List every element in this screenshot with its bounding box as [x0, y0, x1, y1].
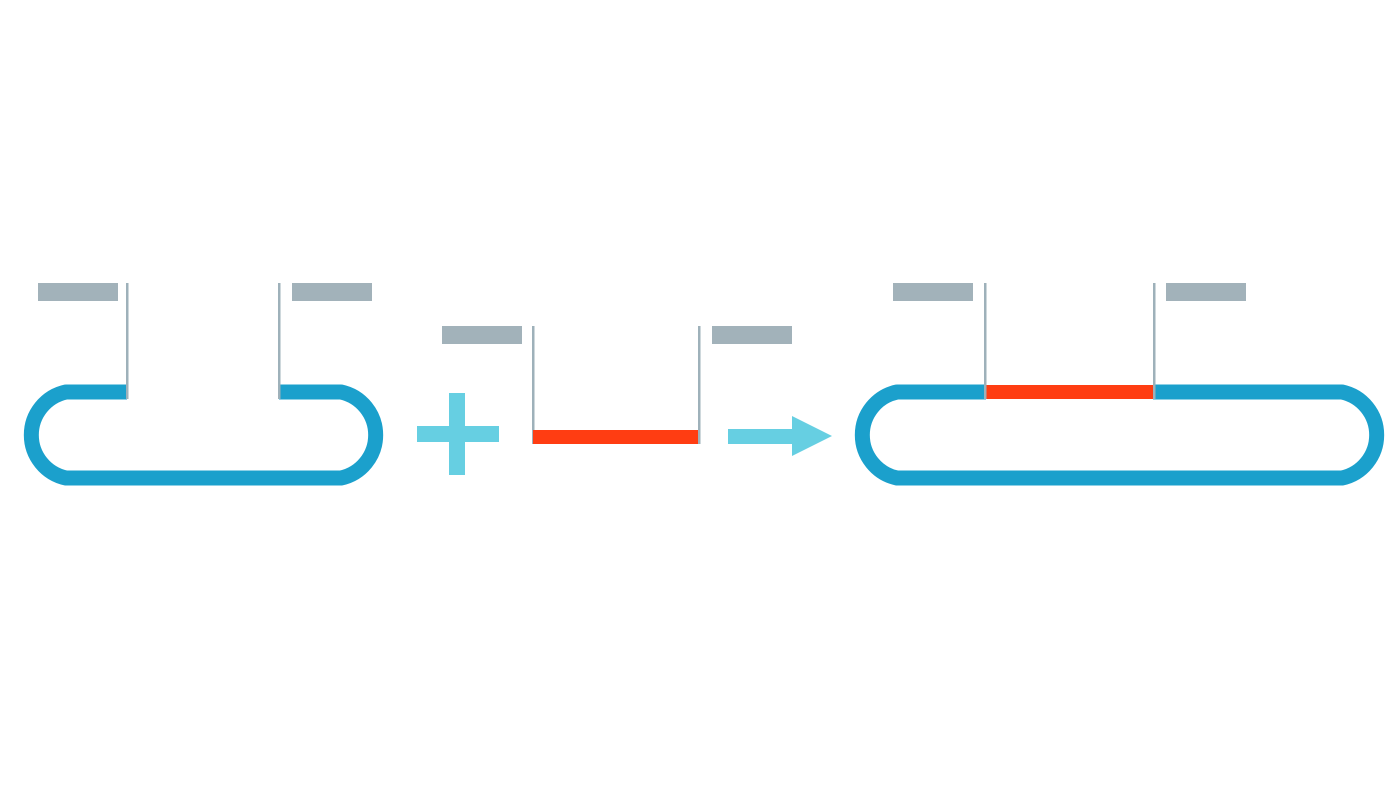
vector-backbone — [23, 384, 384, 486]
insert-left-overhang — [442, 326, 522, 344]
vector-right-strand-line — [278, 283, 281, 399]
insert-segment — [533, 430, 699, 444]
arrow-shaft — [728, 429, 796, 444]
recombinant-backbone — [854, 384, 1385, 486]
recombinant-right-overhang — [1166, 283, 1246, 301]
recombinant-left-strand-line — [984, 283, 987, 399]
cut-vector-plasmid — [23, 283, 384, 486]
vector-left-overhang — [38, 283, 118, 301]
recombinant-plasmid — [854, 283, 1385, 486]
vector-left-strand-line — [126, 283, 129, 399]
insert-left-strand-line — [532, 326, 535, 444]
insert-right-overhang — [712, 326, 792, 344]
insert-right-strand-line — [698, 326, 701, 444]
recombinant-right-strand-line — [1153, 283, 1156, 399]
recombinant-insert-segment — [986, 385, 1154, 399]
insert-fragment — [442, 326, 792, 444]
vector-right-overhang — [292, 283, 372, 301]
arrow-right-icon — [728, 416, 832, 456]
arrow-head — [792, 416, 832, 456]
plus-horizontal-bar — [417, 426, 499, 442]
recombinant-left-overhang — [893, 283, 973, 301]
plus-icon — [417, 393, 499, 475]
